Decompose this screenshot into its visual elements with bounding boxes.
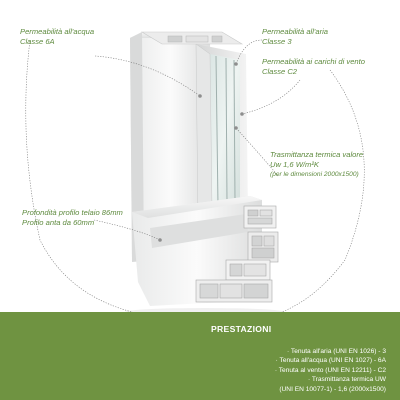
thermal-transmittance-label: Trasmittanza termica valore Uw 1,6 W/m²K… bbox=[270, 150, 363, 179]
bottom-profile-section bbox=[195, 205, 279, 303]
wind-load-label: Permeabilità ai carichi di vento Classe … bbox=[262, 57, 365, 77]
air-permeability-label: Permeabilità all'aria Classe 3 bbox=[262, 27, 328, 47]
water-permeability-class: Classe 6A bbox=[20, 37, 55, 46]
performance-title: PRESTAZIONI bbox=[211, 324, 272, 334]
profile-depth-frame: Profondità profilo telaio 86mm bbox=[22, 208, 123, 217]
performance-list: · Tenuta all'aria (UNI EN 1026) - 3 · Te… bbox=[186, 347, 386, 394]
performance-item-thermal-norm: (UNI EN 10077-1) - 1,6 (2000x1500) bbox=[279, 385, 386, 393]
air-permeability-title: Permeabilità all'aria bbox=[262, 27, 329, 36]
top-profile-section bbox=[140, 31, 244, 45]
thermal-transmittance-dimensions: (per le dimensioni 2000x1500) bbox=[270, 171, 359, 178]
profile-depth-sash: Profilo anta da 60mm bbox=[22, 218, 95, 227]
performance-item-wind: · Tenuta al vento (UNI EN 12211) - C2 bbox=[274, 366, 386, 374]
callout-dots bbox=[158, 62, 244, 242]
profile-depth-label: Profondità profilo telaio 86mm Profilo a… bbox=[22, 208, 123, 228]
sash-and-glass bbox=[195, 43, 248, 223]
thermal-transmittance-value: Uw 1,6 W/m²K bbox=[270, 160, 319, 169]
performance-item-air: · Tenuta all'aria (UNI EN 1026) - 3 bbox=[287, 348, 386, 355]
air-permeability-class: Classe 3 bbox=[262, 37, 292, 46]
performance-panel bbox=[0, 312, 400, 400]
water-permeability-label: Permeabilità all'acqua Classe 6A bbox=[20, 27, 94, 47]
water-permeability-title: Permeabilità all'acqua bbox=[20, 27, 95, 36]
wind-load-class: Classe C2 bbox=[262, 67, 298, 76]
performance-item-thermal: · Trasmittanza termica UW bbox=[307, 376, 386, 384]
performance-item-water: · Tenuta all'acqua (UNI EN 1027) - 6A bbox=[275, 357, 386, 365]
thermal-transmittance-title: Trasmittanza termica valore bbox=[270, 150, 364, 159]
wind-load-title: Permeabilità ai carichi di vento bbox=[262, 57, 365, 66]
